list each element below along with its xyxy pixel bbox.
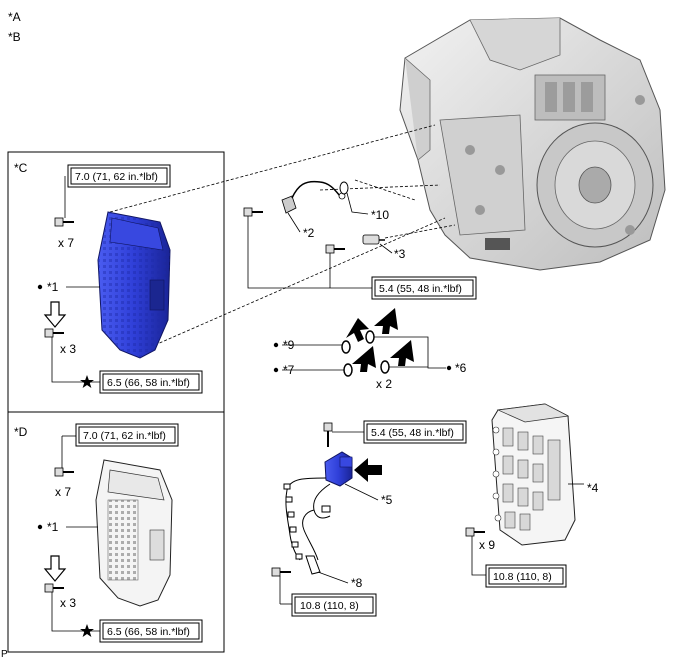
qty-gaskets: x 2 [376,377,392,391]
bullet-dot-icon [273,367,279,373]
gasket-part-7 [343,363,353,377]
star-icon [80,375,94,388]
label-part-1-c: *1 [47,280,59,294]
label-part-1-d: *1 [47,520,59,534]
bolt-valve-body [465,527,485,537]
torque-box-valve-body: 10.8 (110, 8) [485,564,567,588]
gasket-lower-right [380,360,390,374]
box-c: *C 7.0 (71, 62 in.*lbf) x 7 *1 x 3 [7,151,225,413]
label-view-d: *D [14,425,28,439]
bolt-d-top [54,467,74,477]
label-part-8: *8 [351,576,363,590]
label-part-5: *5 [381,493,393,507]
transaxle-case [399,17,666,271]
torque-sensors-text: 5.4 (55, 48 in.*lbf) [379,283,462,295]
qty-c-top: x 7 [58,236,74,250]
bolt-sensor-2 [325,244,345,254]
black-arrow-icon [390,340,414,366]
bullet-dot-icon [273,342,279,348]
clamp-part-8 [305,555,321,575]
torque-d-bottom-text: 6.5 (66, 58 in.*lbf) [107,626,190,638]
torque-d-top-text: 7.0 (71, 62 in.*lbf) [83,430,166,442]
label-part-3: *3 [394,247,406,261]
torque-harness-text: 10.8 (110, 8) [300,600,359,612]
gasket-part-9 [341,340,351,354]
torque-box-sensors: 5.4 (55, 48 in.*lbf) [371,276,477,300]
label-part-6: *6 [455,361,467,375]
oil-pan-part-1-grey [95,459,173,607]
bolt-sensor-1 [243,207,263,217]
torque-c-bottom-text: 6.5 (66, 58 in.*lbf) [107,377,190,389]
bullet-dot-icon [37,524,43,530]
torque-box-c-bottom: 6.5 (66, 58 in.*lbf) [99,370,203,394]
torque-box-harness: 10.8 (110, 8) [291,593,377,617]
corner-mark: P [1,649,8,658]
torque-box-d-top: 7.0 (71, 62 in.*lbf) [75,423,179,447]
label-view-b: *B [8,30,21,44]
o-ring-part-10 [339,181,349,195]
label-part-2: *2 [303,226,315,240]
label-part-4: *4 [587,481,599,495]
valve-body-part-4 [491,403,576,546]
bolt-solenoid [323,422,333,447]
bullet-dot-icon [37,284,43,290]
qty-valve-body: x 9 [479,538,495,552]
bolt-d-bottom [44,583,64,593]
label-part-7: *7 [283,363,295,377]
star-icon [80,624,94,637]
black-arrow-icon [352,346,376,372]
black-arrow-icon [374,308,398,334]
torque-box-d-bottom: 6.5 (66, 58 in.*lbf) [99,619,203,643]
torque-c-top-text: 7.0 (71, 62 in.*lbf) [75,171,158,183]
sensor-group: *2 *10 *3 [243,180,406,289]
gasket-group [282,308,446,377]
solenoid-part-5-blue [324,451,353,487]
torque-box-c-top: 7.0 (71, 62 in.*lbf) [67,164,171,188]
qty-d-top: x 7 [55,485,71,499]
qty-c-bottom: x 3 [60,342,76,356]
gasket-upper-right [365,330,375,344]
torque-valve-body-text: 10.8 (110, 8) [493,571,552,583]
sensor-part-3 [362,234,385,245]
wire-harness [283,477,331,561]
bolt-c-bottom [44,328,64,338]
speed-sensor-part-2 [281,180,346,214]
hollow-down-arrow-icon [43,301,67,328]
box-d: *D 7.0 (71, 62 in.*lbf) x 7 *1 x 3 [7,411,225,653]
hollow-down-arrow-icon [43,555,67,582]
bullet-dot-icon [446,365,452,371]
torque-box-solenoid: 5.4 (55, 48 in.*lbf) [363,420,467,444]
label-view-a: *A [8,10,21,24]
label-part-9: *9 [283,338,295,352]
label-view-c: *C [14,161,28,175]
black-arrow-icon [346,318,369,342]
torque-solenoid-text: 5.4 (55, 48 in.*lbf) [371,427,454,439]
oil-pan-part-1-blue [97,211,171,359]
solenoid-group: 5.4 (55, 48 in.*lbf) *5 *8 [271,420,467,617]
bolt-harness [271,567,291,577]
qty-d-bottom: x 3 [60,596,76,610]
label-part-10: *10 [371,208,389,222]
bolt-c-top [54,217,74,227]
black-arrow-icon [354,458,382,482]
